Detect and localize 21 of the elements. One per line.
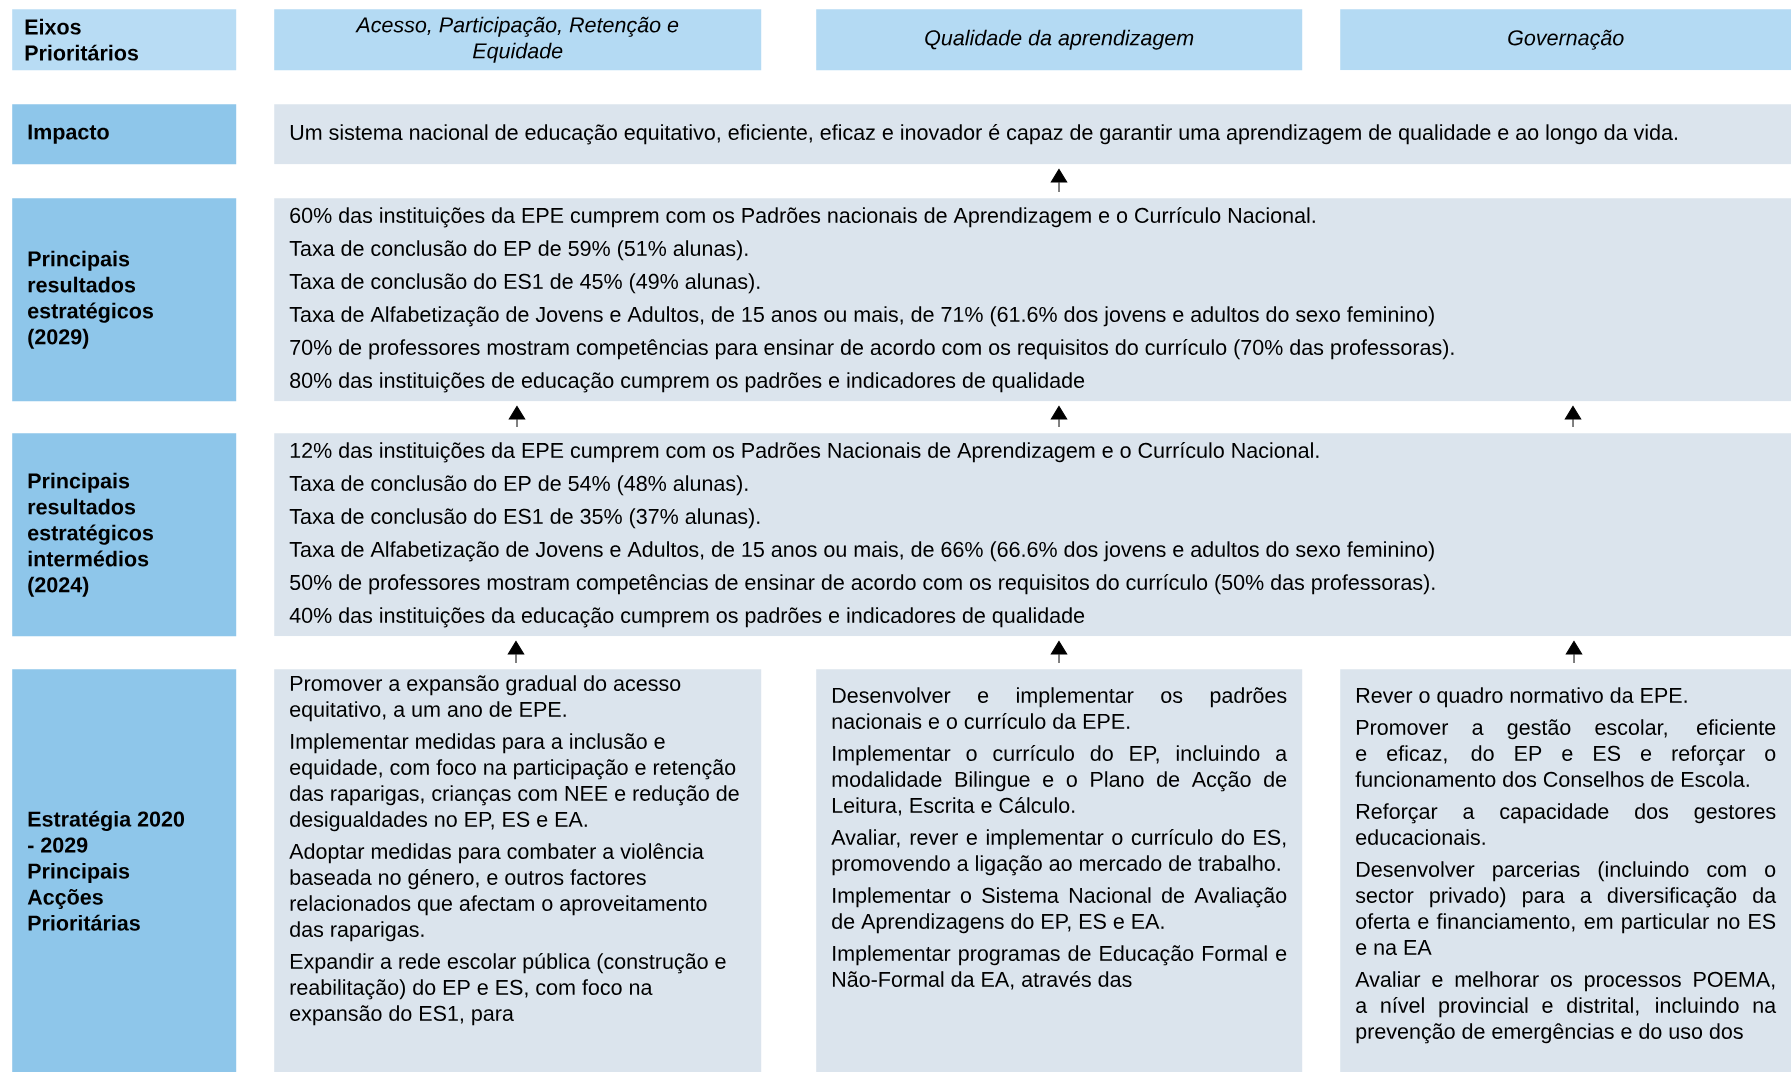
action-box: Desenvolver e implementar os padrões nacionais e o currículo da EPE. Implementar o currículo do EP, incluindo a modalidade Bilingue e o Plano de Acção de Leitura, Escrita e Cálculo. Avaliar, rever e implementar o currículo do ES, promovendo a ligação ao mercado de trabalho. Implementar o Sistema Nacional de Avaliação de Aprendizagens do EP, ES e EA. Implementar programas de Educação Formal e Não-Formal da EA, através das [816, 669, 1303, 1072]
column-header: Qualidade da aprendizagem [816, 9, 1303, 71]
row-header: Estratégia 2020 - 2029 Principais Acções Prioritárias [12, 669, 237, 1072]
arrow [508, 405, 526, 428]
impact-box: Um sistema nacional de educação equitativo, eficiente, eficaz e inovador é capaz de garantir uma aprendizagem de qualidade e ao longo da vida. [274, 104, 1791, 165]
row-header: Impacto [12, 104, 237, 165]
arrow [1565, 640, 1583, 664]
arrow [1050, 640, 1068, 664]
action-box: Rever o quadro normativo da EPE. Promover a gestão escolar, eficiente e eficaz, do EP e ES e reforçar o funcionamento dos Conselhos de Escola. Reforçar a capacidade dos gestores educacionais. Desenvolver parcerias (incluindo com o sector privado) para a diversificação da oferta e financiamento, em particular no ES e na EA Avaliar e melhorar os processos POEMA, a nível provincial e distrital, incluindo na prevenção de emergências e do uso dos [1340, 669, 1791, 1072]
column-header: Governação [1340, 9, 1791, 71]
results-box: 60% das instituições da EPE cumprem com os Padrões nacionais de Aprendizagem e o Currículo Nacional. Taxa de conclusão do EP de 59% (51% alunas). Taxa de conclusão do ES1 de 45% (49% alunas). Taxa de Alfabetização de Jovens e Adultos, de 15 anos ou mais, de 71% (61.6% dos jovens e adultos do sexo feminino) 70% de professores mostram competências para ensinar de acordo com os requisitos do currículo (70% das professoras). 80% das instituições de educação cumprem os padrões e indicadores de qualidade [274, 198, 1791, 402]
row-header: Principais resultados estratégicos intermédios (2024) [12, 433, 237, 637]
arrow [1564, 405, 1582, 428]
arrow [1050, 405, 1068, 428]
results-box: 12% das instituições da EPE cumprem com os Padrões Nacionais de Aprendizagem e o Currículo Nacional. Taxa de conclusão do EP de 54% (48% alunas). Taxa de conclusão do ES1 de 35% (37% alunas). Taxa de Alfabetização de Jovens e Adultos, de 15 anos ou mais, de 66% (66.6% dos jovens e adultos do sexo feminino) 50% de professores mostram competências de ensinar de acordo com os requisitos do currículo (50% das professoras). 40% das instituições da educação cumprem os padrões e indicadores de qualidade [274, 433, 1791, 637]
arrow [507, 640, 525, 664]
action-box: Promover a expansão gradual do acesso equitativo, a um ano de EPE. Implementar medidas para a inclusão e equidade, com foco na participação e retenção das raparigas, crianças com NEE e redução de desigualdades no EP, ES e EA. Adoptar medidas para combater a violência baseada no género, e outros factores relacionados que afectam o aproveitamento das raparigas. Expandir a rede escolar pública (construção e reabilitação) do EP e ES, com foco na expansão do ES1, para [274, 669, 762, 1072]
row-header: Principais resultados estratégicos (2029) [12, 198, 237, 402]
row-header: Eixos Prioritários [12, 9, 237, 71]
arrow [1050, 168, 1068, 193]
column-header: Acesso, Participação, Retenção e Equidade [274, 9, 762, 71]
